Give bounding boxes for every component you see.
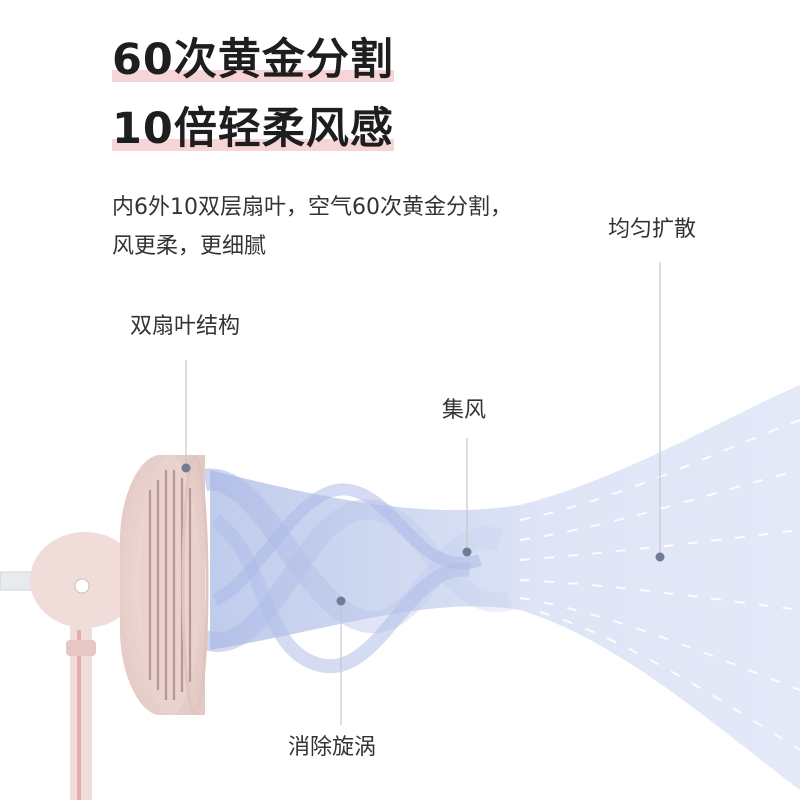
headline-line-2: 10倍轻柔风感	[112, 104, 394, 154]
fan-head	[120, 455, 209, 715]
fan-arm	[0, 571, 87, 591]
callout-vortex-removal: 消除旋涡	[288, 735, 377, 760]
description-line-1: 内6外10双层扇叶，空气60次黄金分割，	[112, 195, 512, 220]
callout-dots	[181, 463, 665, 606]
fan-motor-housing	[30, 532, 140, 628]
headline-line-1: 60次黄金分割	[112, 35, 394, 85]
airflow-cone	[210, 385, 800, 790]
vortex-ribbons	[202, 468, 514, 674]
callout-even-spread: 均匀扩散	[608, 217, 697, 242]
callout-dual-blade: 双扇叶结构	[130, 314, 241, 339]
callout-focused-wind: 集风	[442, 398, 487, 423]
callout-lines	[185, 262, 661, 725]
fan-stand	[66, 615, 96, 800]
description-line-2: 风更柔，更细腻	[112, 234, 267, 259]
